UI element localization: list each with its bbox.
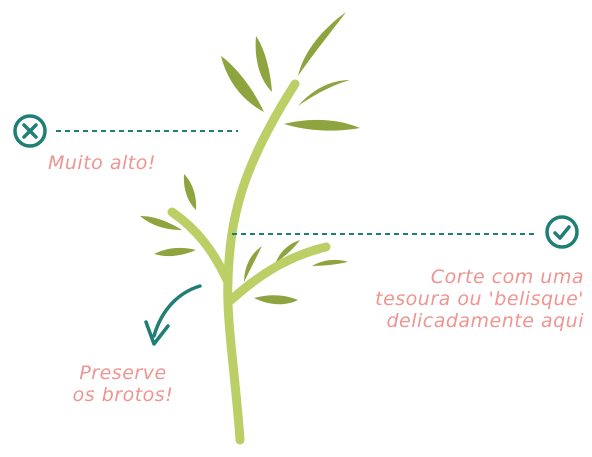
- leaf: [221, 56, 264, 112]
- leaf: [284, 119, 360, 131]
- curved-arrow-icon: [144, 284, 202, 346]
- plant-leaves: [140, 12, 360, 305]
- cut-here-label-line-2: tesoura ou 'belisque': [375, 288, 584, 310]
- too-tall-label: Muito alto!: [48, 152, 156, 174]
- leaf: [298, 80, 350, 106]
- leaf: [140, 216, 182, 230]
- plant-stem: [167, 79, 331, 445]
- leaf: [154, 247, 196, 257]
- leaf: [255, 36, 272, 92]
- cut-here-label: Corte com uma tesoura ou 'belisque' deli…: [375, 266, 584, 332]
- leaf: [298, 12, 346, 76]
- left-branch: [167, 207, 233, 287]
- preserve-buds-label: Preserve os brotos!: [62, 362, 184, 406]
- preserve-buds-label-line-1: Preserve: [79, 362, 167, 384]
- leaf: [254, 295, 298, 305]
- leaf: [244, 246, 262, 282]
- too-tall-label-line: Muito alto!: [48, 152, 156, 174]
- preserve-buds-label-line-2: os brotos!: [72, 384, 174, 406]
- cut-here-label-line-3: delicadamente aqui: [386, 310, 584, 332]
- leaf: [276, 240, 300, 262]
- cut-here-label-line-1: Corte com uma: [430, 266, 584, 288]
- right-branch: [226, 242, 331, 305]
- check-circle-icon: [545, 215, 579, 249]
- x-circle-icon: [13, 114, 47, 148]
- leaf: [183, 174, 197, 210]
- leaf: [312, 259, 348, 266]
